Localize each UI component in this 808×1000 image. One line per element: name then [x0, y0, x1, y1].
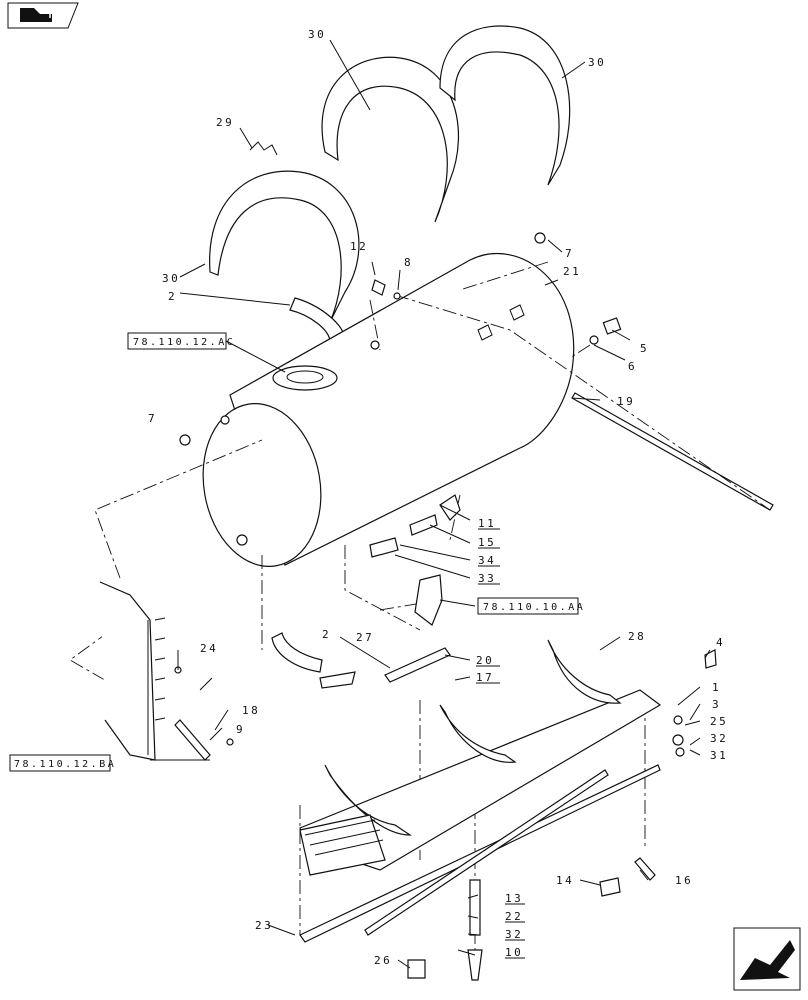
fittings [179, 232, 622, 626]
ref-78-110-12-ba: 78.110.12.BA [14, 759, 116, 770]
ref-box-78-110-10-aa[interactable]: 78.110.10.AA [477, 597, 585, 615]
plate-27 [384, 647, 451, 683]
callout-30-right: 30 [588, 56, 606, 69]
lower-fasteners [407, 649, 717, 981]
callout-28: 28 [628, 630, 646, 643]
callout-26: 26 [374, 954, 392, 967]
ladder [99, 581, 234, 761]
callout-31: 31 [710, 749, 728, 762]
callout-16: 16 [675, 874, 693, 887]
strap-30-left [209, 170, 360, 323]
callout-14: 14 [556, 874, 574, 887]
callout-32-right: 32 [710, 732, 728, 745]
callout-2-top: 2 [168, 290, 177, 303]
callout-29: 29 [216, 116, 234, 129]
callout-12: 12 [350, 240, 368, 253]
callout-2-lower: 2 [322, 628, 331, 641]
callout-underlines [476, 528, 525, 959]
callout-5: 5 [640, 342, 649, 355]
strap-2-lower-piece [271, 632, 323, 673]
callout-24: 24 [200, 642, 218, 655]
clip-29 [249, 141, 278, 156]
ref-box-78-110-12-ba[interactable]: 78.110.12.BA [9, 754, 116, 772]
book-back-icon[interactable] [7, 2, 79, 29]
callout-20: 20 [476, 654, 494, 667]
callout-4: 4 [716, 636, 725, 649]
callout-10: 10 [505, 946, 523, 959]
callout-3: 3 [712, 698, 721, 711]
callout-25: 25 [710, 715, 728, 728]
callout-30-top: 30 [308, 28, 326, 41]
callout-21: 21 [563, 265, 581, 278]
next-page-arrow-icon[interactable] [733, 927, 801, 991]
callout-32-bottom: 32 [505, 928, 523, 941]
strap-30-right [439, 25, 571, 186]
callout-17: 17 [476, 671, 494, 684]
callout-6: 6 [628, 360, 637, 373]
ref-box-78-110-12-ac[interactable]: 78.110.12.AC [127, 332, 286, 373]
callout-30-left: 30 [162, 272, 180, 285]
strap-lower-clip [319, 671, 356, 689]
callout-23: 23 [255, 919, 273, 932]
ref-78-110-12-ac: 78.110.12.AC [133, 337, 235, 348]
callout-15: 15 [478, 536, 496, 549]
callout-22: 22 [505, 910, 523, 923]
rail-23-right [364, 769, 609, 936]
callout-34: 34 [478, 554, 496, 567]
ref-78-110-10-aa: 78.110.10.AA [483, 602, 585, 613]
callout-8: 8 [404, 256, 413, 269]
callout-7-left: 7 [148, 412, 157, 425]
callout-1: 1 [712, 681, 721, 694]
callout-13: 13 [505, 892, 523, 905]
frame-28 [299, 639, 662, 876]
centerlines [94, 261, 771, 579]
callout-27: 27 [356, 631, 374, 644]
tank-21 [202, 253, 575, 567]
callout-19: 19 [617, 395, 635, 408]
callout-11: 11 [478, 517, 496, 530]
rod-19 [571, 392, 774, 511]
callout-7-top: 7 [565, 247, 574, 260]
callout-9: 9 [236, 723, 245, 736]
strap-30-middle [321, 56, 460, 223]
callout-18: 18 [242, 704, 260, 717]
callout-33: 33 [478, 572, 496, 585]
